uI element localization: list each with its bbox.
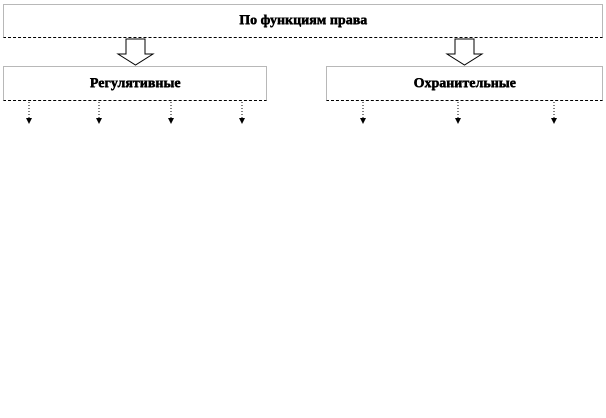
branch-node-regulative: Регулятивные — [3, 66, 267, 101]
root-node-label: По функциям права — [238, 13, 368, 28]
dotted-arrow-icon — [239, 102, 245, 124]
dotted-arrow-icon — [551, 102, 557, 124]
root-node: По функциям права — [3, 4, 603, 38]
branch-node-protective: Охранительные — [326, 66, 603, 101]
branch-node-label: Регулятивные — [89, 75, 181, 91]
dotted-arrow-icon — [168, 102, 174, 124]
branch-node-label: Охранительные — [413, 75, 516, 91]
dotted-arrow-icon — [96, 102, 102, 124]
dotted-arrow-icon — [455, 102, 461, 124]
dotted-arrow-icon — [26, 102, 32, 124]
dotted-arrow-icon — [360, 102, 366, 124]
block-arrow-icon — [116, 38, 155, 66]
block-arrow-icon — [445, 38, 484, 66]
